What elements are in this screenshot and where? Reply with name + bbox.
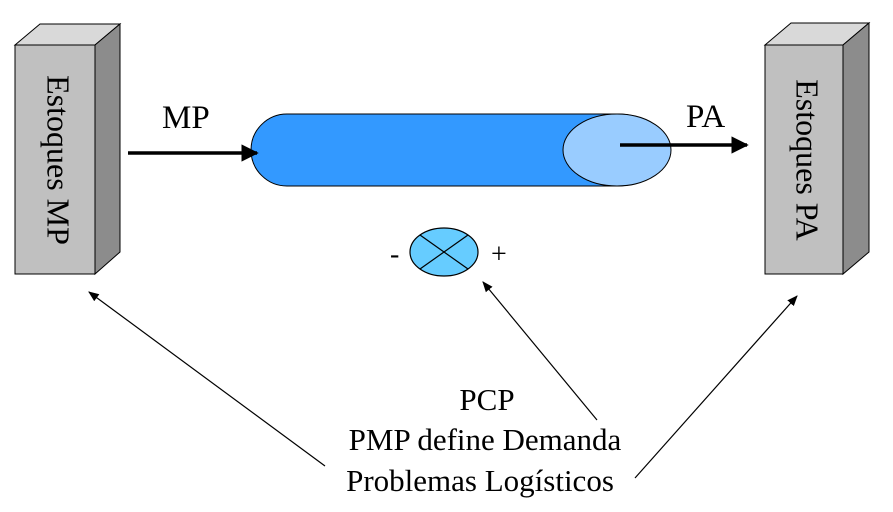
left-box-side [94, 22, 121, 276]
right-box-label: Estoques PA [790, 79, 826, 241]
right-stock-box: Estoques PA [763, 21, 871, 276]
feedback-arrow-center [482, 281, 598, 421]
process-pipe [250, 113, 672, 187]
output-label: PA [686, 99, 725, 135]
pipe-end [562, 113, 672, 187]
valve-cross-line-b [419, 234, 469, 270]
right-box-front [764, 44, 844, 275]
valve-plus-label: + [491, 239, 507, 270]
left-stock-box: Estoques MP [13, 22, 122, 276]
bottom-text-problemas: Problemas Logísticos [346, 463, 614, 498]
feedback-arrow-left [88, 291, 326, 467]
right-box-side [842, 21, 870, 276]
feedback-arrow-right [634, 295, 798, 479]
bottom-text-pcp: PCP [459, 382, 514, 417]
bottom-text-pmp: PMP define Demanda [349, 422, 622, 457]
left-box-label: Estoques MP [41, 75, 77, 245]
input-label: MP [162, 100, 210, 136]
valve: - + [390, 227, 507, 277]
valve-minus-label: - [390, 239, 399, 270]
left-box-front [14, 44, 96, 275]
